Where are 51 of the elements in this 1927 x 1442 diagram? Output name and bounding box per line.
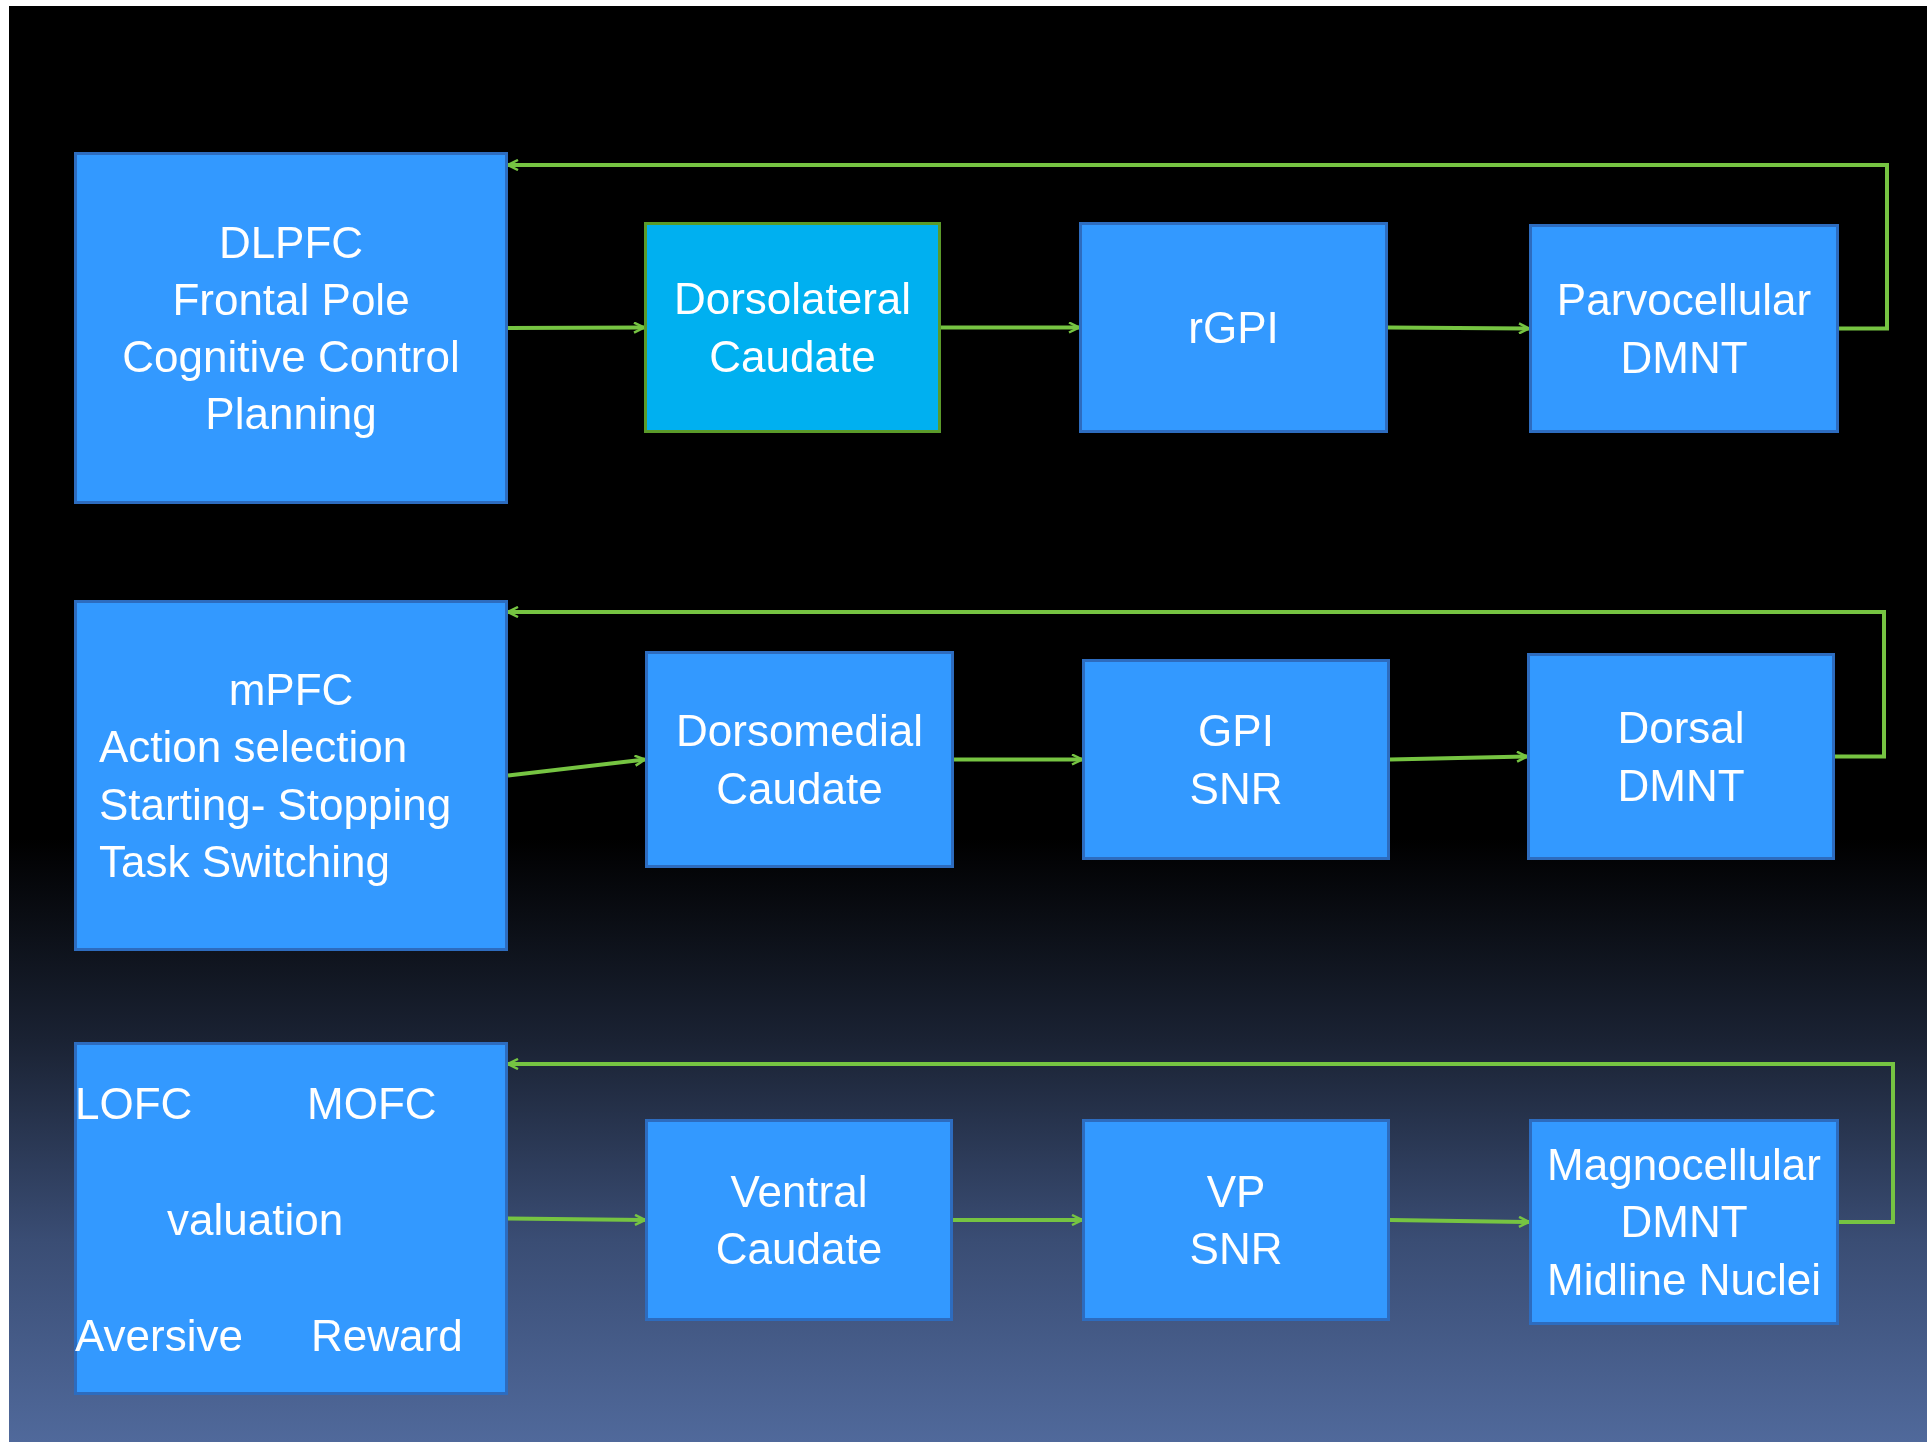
- process-box: [74, 152, 508, 504]
- arrow: [953, 1213, 1084, 1227]
- process-box: [1527, 653, 1835, 860]
- box-text: GPI: [1198, 705, 1274, 758]
- box-text: Aversive: [75, 1310, 243, 1362]
- box-text: Action selection: [98, 721, 409, 774]
- arrow: [1389, 1215, 1531, 1229]
- box-text: SNR: [1189, 762, 1283, 815]
- process-box: [74, 600, 508, 951]
- box-text: DLPFC: [218, 216, 364, 269]
- arrow: [1389, 750, 1529, 763]
- arrow: [507, 1213, 647, 1227]
- box-text: Dorsomedial Caudate: [675, 705, 924, 815]
- arrow: [507, 754, 647, 778]
- process-box: [1079, 222, 1388, 433]
- box-text: Planning: [205, 388, 377, 441]
- box-text: Cognitive Control: [122, 331, 460, 383]
- box-text: VP: [1206, 1165, 1266, 1218]
- box-text: Starting- Stopping: [98, 778, 453, 831]
- box-text: MOFC: [307, 1078, 437, 1130]
- box-text: Reward: [311, 1310, 463, 1362]
- process-box: [74, 1042, 508, 1395]
- box-text: mPFC: [227, 664, 355, 717]
- box-text: rGPI: [1188, 301, 1279, 354]
- box-text: DMNT: [1617, 759, 1745, 812]
- arrow: [506, 158, 1889, 331]
- box-text: SNR: [1189, 1223, 1283, 1275]
- box-text: DMNT: [1620, 1196, 1748, 1249]
- process-box: [645, 1119, 953, 1321]
- box-text: Dorsal: [1617, 702, 1745, 755]
- box-text: valuation: [167, 1194, 344, 1246]
- process-box: [645, 651, 954, 868]
- box-text: Dorsolateral Caudate: [672, 273, 913, 383]
- arrow: [506, 1057, 1895, 1224]
- arrow: [506, 605, 1886, 759]
- arrow: [508, 321, 646, 334]
- process-box: [1082, 1119, 1390, 1321]
- process-box: [644, 222, 941, 433]
- arrow: [954, 753, 1084, 766]
- box-text: Task Switching: [98, 835, 391, 888]
- arrow: [1388, 322, 1531, 335]
- box-text: LOFC: [75, 1078, 193, 1130]
- process-box: [1529, 1119, 1839, 1325]
- box-text: Frontal Pole: [172, 273, 410, 326]
- process-box: [1082, 659, 1390, 860]
- process-box: [1529, 224, 1839, 433]
- box-text: Parvocellular DMNT: [1555, 274, 1813, 384]
- arrow: [941, 321, 1081, 334]
- box-text: Midline Nuclei: [1547, 1253, 1821, 1306]
- box-text: Magnocellular: [1547, 1139, 1821, 1192]
- box-text: Ventral Caudate: [714, 1165, 884, 1275]
